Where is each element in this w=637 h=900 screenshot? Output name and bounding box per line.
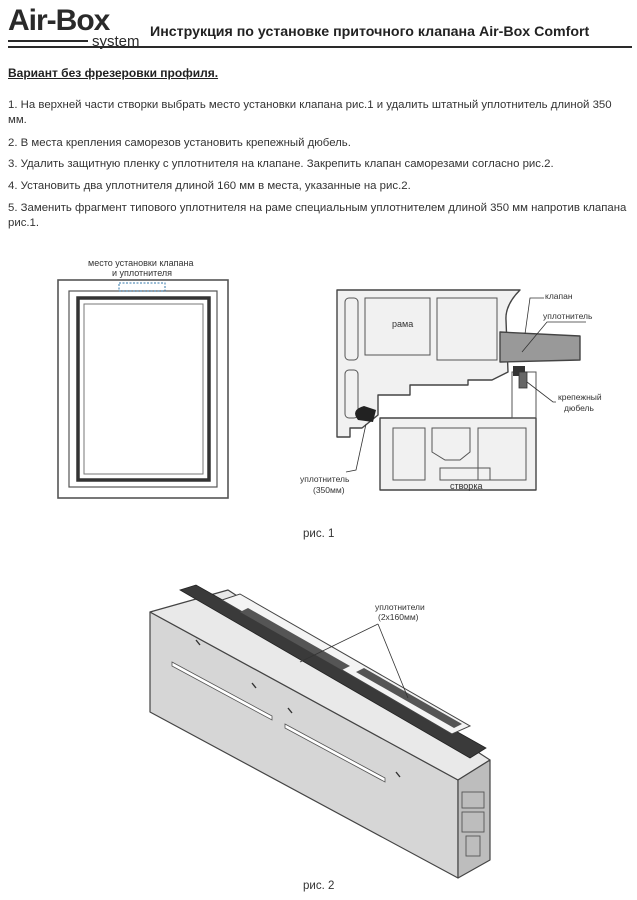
logo-sub: system [92, 33, 140, 50]
step-4: 4. Установить два уплотнителя длиной 160… [8, 180, 411, 192]
figure2-label-line2: (2х160мм) [378, 612, 419, 622]
label-uplotnitel: уплотнитель [543, 311, 593, 321]
label-seal-line2: (350мм) [313, 485, 345, 495]
figure1-caption: рис. 1 [303, 528, 335, 540]
variant-title: Вариант без фрезеровки профиля. [8, 66, 219, 80]
figure2-caption: рис. 2 [303, 880, 335, 892]
step-1: 1. На верхней части створки выбрать мест… [8, 99, 612, 126]
step-5: 5. Заменить фрагмент типового уплотнител… [8, 202, 627, 229]
document-title: Инструкция по установке приточного клапа… [150, 24, 590, 40]
label-dubel-line2: дюбель [564, 403, 594, 413]
logo-rule [8, 40, 88, 42]
figure2-label-line1: уплотнители [375, 602, 425, 612]
logo-brand: Air-Box [8, 4, 110, 37]
label-stvorka: створка [450, 481, 483, 491]
label-rama: рама [392, 319, 414, 329]
label-dubel-line1: крепежный [558, 392, 602, 402]
step-3: 3. Удалить защитную пленку с уплотнителя… [8, 158, 554, 170]
air-box-logo: Air-Box system [8, 4, 140, 52]
label-klapan: клапан [545, 291, 573, 301]
header-divider [8, 46, 632, 48]
label-seal-line1: уплотнитель [300, 474, 350, 484]
frame-label-line1: место установки клапана [88, 258, 194, 268]
frame-label-line2: и уплотнителя [112, 268, 173, 278]
step-2: 2. В места крепления саморезов установит… [8, 137, 351, 149]
